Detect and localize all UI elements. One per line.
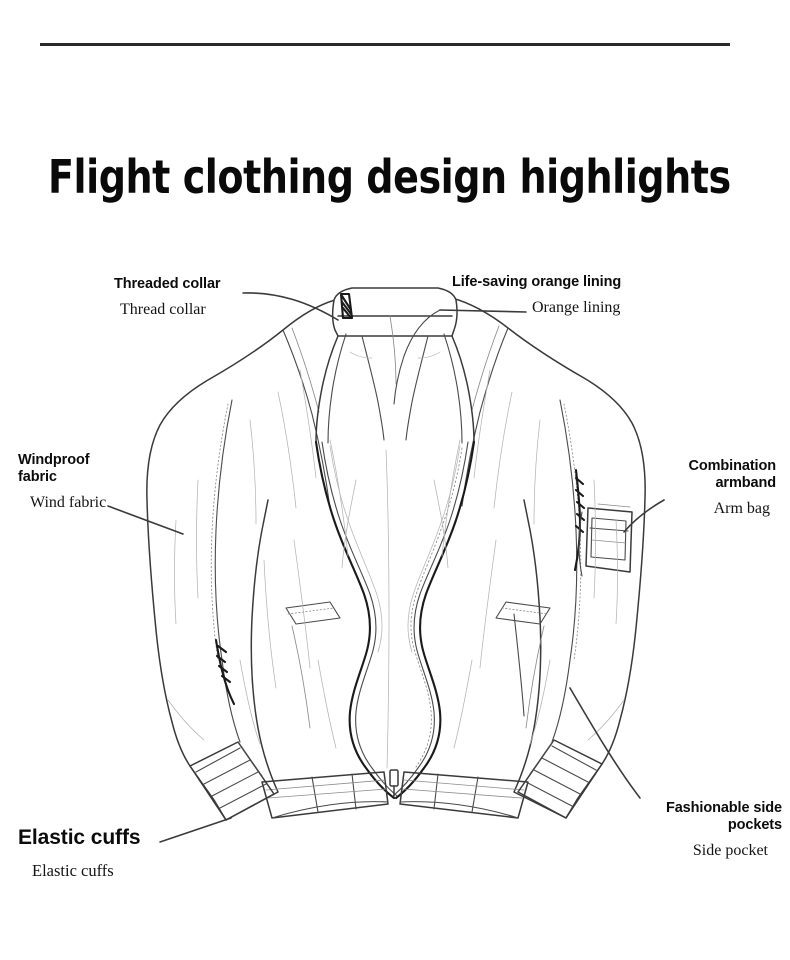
leader-threaded-collar: [242, 292, 339, 321]
front-zipper-opening: [314, 440, 476, 800]
leader-side-pockets: [569, 687, 641, 799]
callout-caption: Windproof fabric: [18, 452, 90, 486]
callout-elastic-cuffs: Elastic cuffs Elastic cuffs: [18, 826, 141, 881]
callout-subtitle: Orange lining: [532, 299, 621, 317]
callout-caption: Threaded collar: [114, 276, 221, 292]
callout-subtitle: Wind fabric: [30, 494, 107, 512]
ribbed-cuff-left: [189, 741, 275, 821]
side-pocket-right: [495, 601, 551, 729]
callout-subtitle: Arm bag: [713, 500, 770, 518]
callout-combination-armband: Combination armband Arm bag: [624, 458, 776, 518]
jacket-body-outline: [146, 297, 646, 821]
side-pocket-left: [285, 601, 341, 729]
callout-threaded-collar: Threaded collar Thread collar: [114, 276, 221, 319]
callout-fashionable-side-pockets: Fashionable side pockets Side pocket: [616, 800, 782, 860]
callout-subtitle: Side pocket: [692, 842, 768, 860]
callout-windproof-fabric: Windproof fabric Wind fabric: [18, 452, 106, 512]
callout-subtitle: Elastic cuffs: [32, 860, 114, 880]
sleeve-details: [210, 399, 586, 743]
callout-subtitle: Thread collar: [120, 301, 206, 319]
ribbed-waistband: [261, 771, 529, 819]
ribbed-cuff-right: [517, 739, 603, 819]
ribbed-collar: [315, 287, 475, 444]
leader-windproof-fabric: [107, 505, 184, 535]
page-title: Flight clothing design highlights: [48, 149, 731, 204]
fabric-wrinkles: [167, 351, 625, 749]
callout-caption: Combination armband: [688, 458, 776, 492]
callout-caption: Fashionable side pockets: [665, 800, 782, 834]
callout-orange-lining: Life-saving orange lining Orange lining: [452, 274, 621, 317]
callout-leader-lines: [107, 292, 665, 843]
header-divider-rule: [40, 43, 730, 46]
callout-caption: Elastic cuffs: [18, 826, 141, 849]
leader-elastic-cuffs: [159, 817, 232, 843]
callout-caption: Life-saving orange lining: [452, 274, 622, 290]
